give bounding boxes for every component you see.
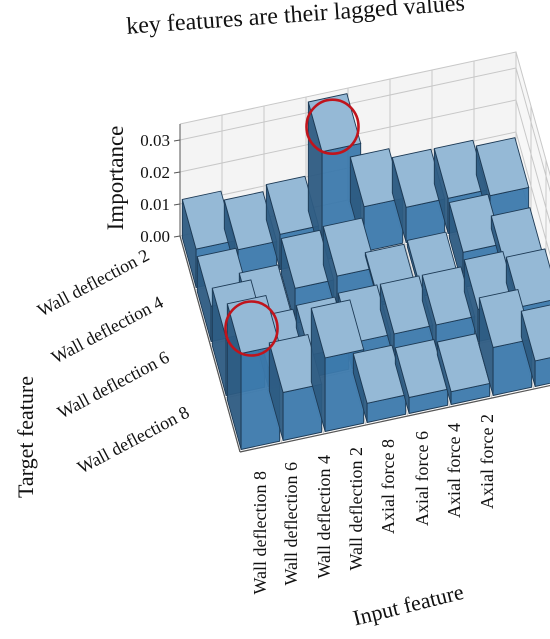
target-tick-label: Wall deflection 8 [74, 402, 192, 478]
input-tick-label: Axial force 6 [412, 431, 432, 526]
bar-wall-deflection-8-axial-force-8 [394, 338, 449, 415]
x-axis-label: Input feature [350, 579, 466, 631]
bar-wall-deflection-8-wall-deflection-2 [352, 344, 407, 424]
z-tick-mark [173, 235, 181, 238]
highlight-circle [305, 98, 360, 155]
highlight-circle [224, 300, 279, 357]
bar-front-face [534, 357, 550, 388]
z-tick-label: 0.03 [140, 131, 170, 150]
bar-top-face [520, 304, 550, 362]
z-tick-label: 0.00 [140, 227, 170, 246]
z-tick-mark [173, 171, 181, 174]
z-tick-mark [173, 203, 181, 206]
z-axis-label: Importance [103, 126, 128, 231]
y-axis-label: Target feature [13, 376, 38, 498]
bar-top-face [475, 137, 530, 197]
bar-top-face [307, 93, 362, 153]
input-tick-label: Axial force 2 [477, 414, 497, 509]
z-tick-mark [173, 139, 181, 142]
bar-wall-deflection-2-axial-force-6 [391, 148, 446, 244]
input-tick-label: Wall deflection 4 [314, 455, 334, 579]
side-wall-pane [516, 52, 550, 287]
input-tick-label: Wall deflection 8 [250, 471, 270, 595]
input-tick-label: Wall deflection 6 [281, 462, 301, 586]
highlight-group [224, 98, 360, 357]
bar-top-face [310, 299, 365, 359]
target-axis-line [179, 235, 241, 453]
z-tick-label: 0.01 [140, 195, 170, 214]
bar-group [181, 93, 550, 451]
chart-title: key features are their lagged values [125, 0, 465, 40]
bar-wall-deflection-8-axial-force-4 [478, 288, 533, 397]
bar-wall-deflection-2-axial-force-8 [349, 148, 404, 253]
bar-wall-deflection-8-axial-force-2 [520, 304, 550, 388]
z-tick-label: 0.02 [140, 163, 170, 182]
input-axis-line [239, 384, 550, 453]
bar-wall-deflection-8-wall-deflection-4 [310, 299, 365, 433]
input-tick-label: Axial force 8 [378, 439, 398, 534]
input-tick-label: Axial force 4 [444, 423, 464, 518]
input-tick-label: Wall deflection 2 [346, 447, 366, 571]
